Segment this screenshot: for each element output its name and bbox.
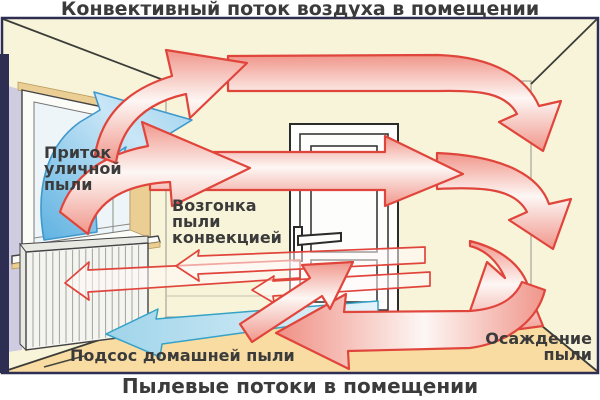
ceiling-flow-arrow bbox=[226, 53, 563, 153]
radiator-fins bbox=[32, 245, 140, 348]
ceiling-edge-right bbox=[530, 18, 598, 85]
frame-left-band bbox=[0, 54, 9, 373]
label-dust-settling: Осаждение пыли bbox=[485, 329, 592, 364]
label-dust-convection: Возгонка пыли конвекцией bbox=[172, 196, 282, 247]
title-top: Конвективный поток воздуха в помещении bbox=[60, 0, 540, 20]
title-bottom: Пылевые потоки в помещении bbox=[121, 374, 479, 398]
floor-return-arrow bbox=[274, 280, 547, 371]
window-side-shadow bbox=[8, 86, 22, 352]
diagram-border bbox=[0, 16, 600, 375]
suction-leader-line bbox=[43, 355, 85, 368]
radiator-side bbox=[19, 242, 27, 352]
label-street-dust-inflow: Приток уличной пыли bbox=[44, 143, 122, 194]
ceiling-edge-left bbox=[2, 18, 167, 82]
door-rise-arrow bbox=[238, 260, 355, 344]
thin-return-arrow-2 bbox=[175, 246, 426, 282]
wall-down-arrow bbox=[435, 151, 573, 251]
window-rise-arrow-mid bbox=[58, 120, 252, 236]
door-handle bbox=[297, 231, 342, 247]
window-rise-arrow-top bbox=[93, 48, 249, 165]
label-home-dust-suction: Подсос домашней пыли bbox=[70, 346, 295, 365]
